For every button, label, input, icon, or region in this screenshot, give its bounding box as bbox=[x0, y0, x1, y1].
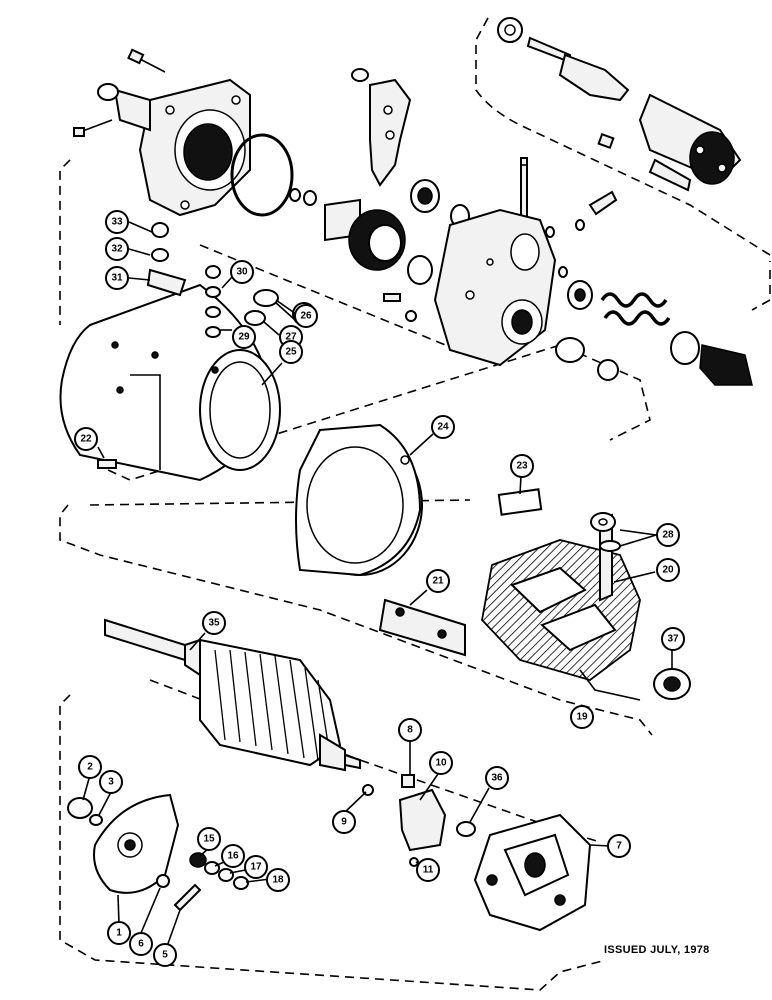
callout-27-label: 27 bbox=[285, 332, 297, 343]
callout-28-bottom: 28 bbox=[656, 523, 680, 547]
callout-16: 16 bbox=[221, 844, 245, 868]
callout-28-bottom-label: 28 bbox=[662, 530, 674, 541]
callout-5-label: 5 bbox=[162, 950, 168, 961]
bottom-hardware bbox=[156, 852, 249, 912]
housing-stud bbox=[73, 119, 113, 137]
solenoid-assembly bbox=[497, 17, 742, 192]
terminal-hardware bbox=[590, 512, 621, 552]
callout-1-label: 1 bbox=[116, 928, 122, 939]
housing-fasteners bbox=[383, 190, 618, 322]
callout-23: 23 bbox=[510, 454, 534, 478]
bushing bbox=[653, 668, 691, 700]
callout-22-label: 22 bbox=[80, 434, 92, 445]
callout-9-label: 9 bbox=[341, 817, 347, 828]
callout-19-label: 19 bbox=[576, 712, 588, 723]
callout-15: 15 bbox=[197, 827, 221, 851]
return-spring bbox=[555, 280, 753, 386]
callout-7-label: 7 bbox=[616, 841, 622, 852]
callout-32-label: 32 bbox=[111, 244, 123, 255]
field-coils bbox=[481, 513, 641, 701]
commutator-end-head bbox=[473, 813, 611, 932]
callout-2: 2 bbox=[78, 755, 102, 779]
callout-18-label: 18 bbox=[272, 875, 284, 886]
callout-21-label: 21 bbox=[432, 576, 444, 587]
frame-hardware bbox=[97, 222, 279, 469]
callout-6-label: 6 bbox=[138, 939, 144, 950]
callout-30-label: 30 bbox=[236, 267, 248, 278]
callout-23-label: 23 bbox=[516, 461, 528, 472]
callout-28-top-label: 28 bbox=[298, 309, 310, 320]
callout-21: 21 bbox=[426, 569, 450, 593]
pole-shoe bbox=[378, 598, 466, 657]
callout-10-label: 10 bbox=[435, 758, 447, 769]
callout-37: 37 bbox=[661, 627, 685, 651]
callout-31: 31 bbox=[105, 266, 129, 290]
callout-33: 33 bbox=[105, 210, 129, 234]
callout-19: 19 bbox=[570, 705, 594, 729]
callout-33-label: 33 bbox=[111, 217, 123, 228]
callout-17-label: 17 bbox=[250, 862, 262, 873]
callout-11-label: 11 bbox=[423, 865, 434, 876]
insulator-pad bbox=[497, 488, 543, 516]
callout-29-label: 29 bbox=[238, 332, 250, 343]
callout-35: 35 bbox=[202, 611, 226, 635]
callout-2-label: 2 bbox=[87, 762, 93, 773]
callout-8-label: 8 bbox=[407, 725, 413, 736]
callout-20-label: 20 bbox=[662, 565, 674, 576]
callout-25-label: 25 bbox=[285, 347, 297, 358]
callout-36-label: 36 bbox=[491, 773, 503, 784]
callout-1: 1 bbox=[107, 921, 131, 945]
callout-3-label: 3 bbox=[108, 777, 114, 788]
callout-35-label: 35 bbox=[208, 618, 220, 629]
callout-32: 32 bbox=[105, 237, 129, 261]
callout-7: 7 bbox=[607, 834, 631, 858]
nose-housing bbox=[433, 208, 557, 367]
callout-25: 25 bbox=[279, 340, 303, 364]
callout-17: 17 bbox=[244, 855, 268, 879]
o-ring bbox=[230, 133, 294, 217]
callout-15-label: 15 bbox=[203, 834, 215, 845]
callout-3: 3 bbox=[99, 770, 123, 794]
issued-date: ISSUED JULY, 1978 bbox=[604, 944, 710, 956]
callout-22: 22 bbox=[74, 427, 98, 451]
callout-6: 6 bbox=[129, 932, 153, 956]
callout-20: 20 bbox=[656, 558, 680, 582]
cover-band bbox=[295, 423, 423, 577]
callout-5: 5 bbox=[153, 943, 177, 967]
callout-9: 9 bbox=[332, 810, 356, 834]
armature bbox=[104, 618, 361, 772]
callout-30: 30 bbox=[230, 260, 254, 284]
end-plate bbox=[67, 793, 180, 894]
callout-37-label: 37 bbox=[667, 634, 679, 645]
callout-8: 8 bbox=[398, 718, 422, 742]
brush-holder bbox=[362, 774, 476, 867]
callout-16-label: 16 bbox=[227, 851, 239, 862]
callout-10: 10 bbox=[429, 751, 453, 775]
callout-31-label: 31 bbox=[111, 273, 123, 284]
callout-24-label: 24 bbox=[437, 422, 449, 433]
callout-18: 18 bbox=[266, 868, 290, 892]
drive-end-housing bbox=[97, 78, 251, 217]
callout-29: 29 bbox=[232, 325, 256, 349]
callout-36: 36 bbox=[485, 766, 509, 790]
callout-11: 11 bbox=[416, 858, 440, 882]
callout-24: 24 bbox=[431, 415, 455, 439]
callout-28-top: 28 bbox=[292, 302, 316, 326]
housing-bolt bbox=[127, 48, 166, 73]
shift-lever bbox=[351, 68, 412, 187]
